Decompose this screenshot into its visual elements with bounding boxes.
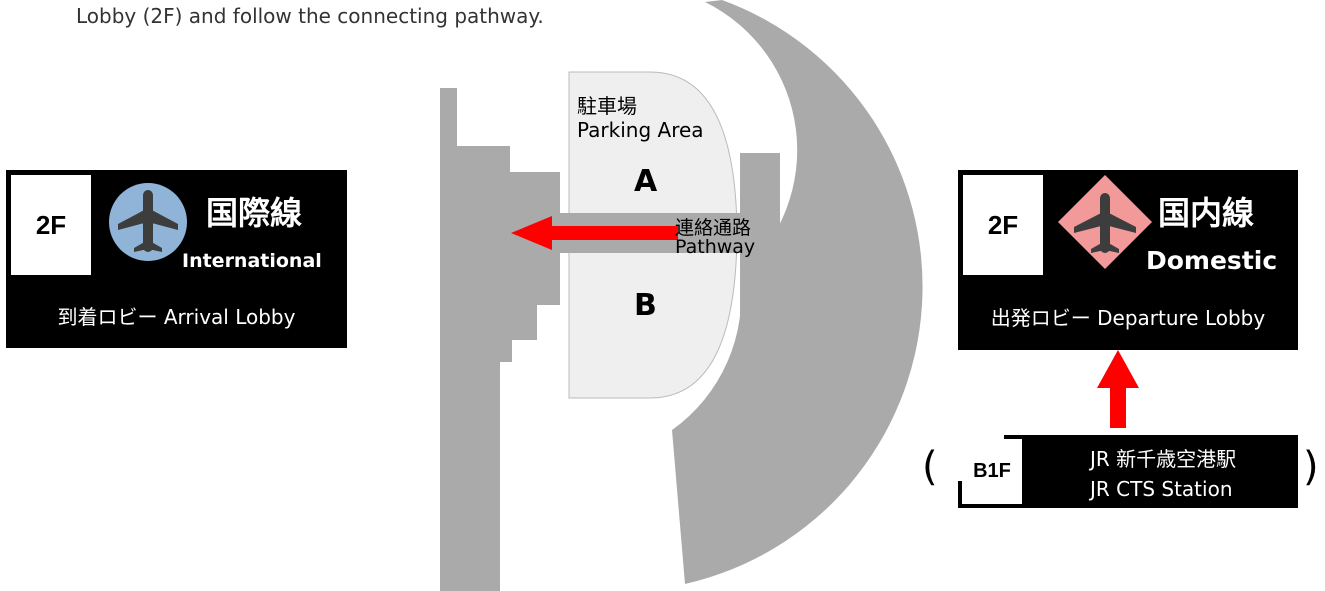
domestic-connector-block xyxy=(740,153,780,315)
floor-badge: 2F xyxy=(963,175,1043,275)
sign-subtitle: International xyxy=(182,250,322,272)
lobby-label: 到着ロビー Arrival Lobby xyxy=(57,305,296,329)
zone-b-label: B xyxy=(634,288,657,323)
station-name-en: JR CTS Station xyxy=(1090,477,1233,501)
paren-open: ( xyxy=(922,444,938,490)
pathway-label-jp: 連絡通路 xyxy=(675,217,752,239)
station-name-jp: JR 新千歳空港駅 xyxy=(1090,447,1237,471)
sign-subtitle: Domestic xyxy=(1146,246,1278,275)
parking-label-en: Parking Area xyxy=(577,118,704,142)
international-terminal-building xyxy=(440,88,560,591)
floor-badge: B1F xyxy=(962,439,1022,504)
plane-icon xyxy=(109,183,187,261)
lobby-label: 出発ロビー Departure Lobby xyxy=(990,306,1266,330)
station-arrow xyxy=(1097,350,1139,428)
sign-title: 国内線 xyxy=(1158,194,1255,232)
pathway-label-en: Pathway xyxy=(675,236,756,258)
zone-a-label: A xyxy=(634,164,658,199)
station-sign: B1F JR 新千歳空港駅 JR CTS Station xyxy=(958,435,1298,508)
intro-text: Lobby (2F) and follow the connecting pat… xyxy=(76,4,544,28)
pathway-arrow xyxy=(511,216,678,250)
plane-icon xyxy=(1058,175,1152,269)
domestic-terminal-curve xyxy=(672,0,923,584)
domestic-sign: 2F 国内線 Domestic 出発ロビー Departure Lobby xyxy=(958,170,1298,350)
parking-label-jp: 駐車場 xyxy=(577,94,637,118)
international-sign: 2F 国際線 International 到着ロビー Arrival Lobby xyxy=(6,170,347,348)
paren-close: ) xyxy=(1303,444,1319,490)
floor-badge: 2F xyxy=(11,175,91,275)
sign-title: 国際線 xyxy=(206,194,303,232)
